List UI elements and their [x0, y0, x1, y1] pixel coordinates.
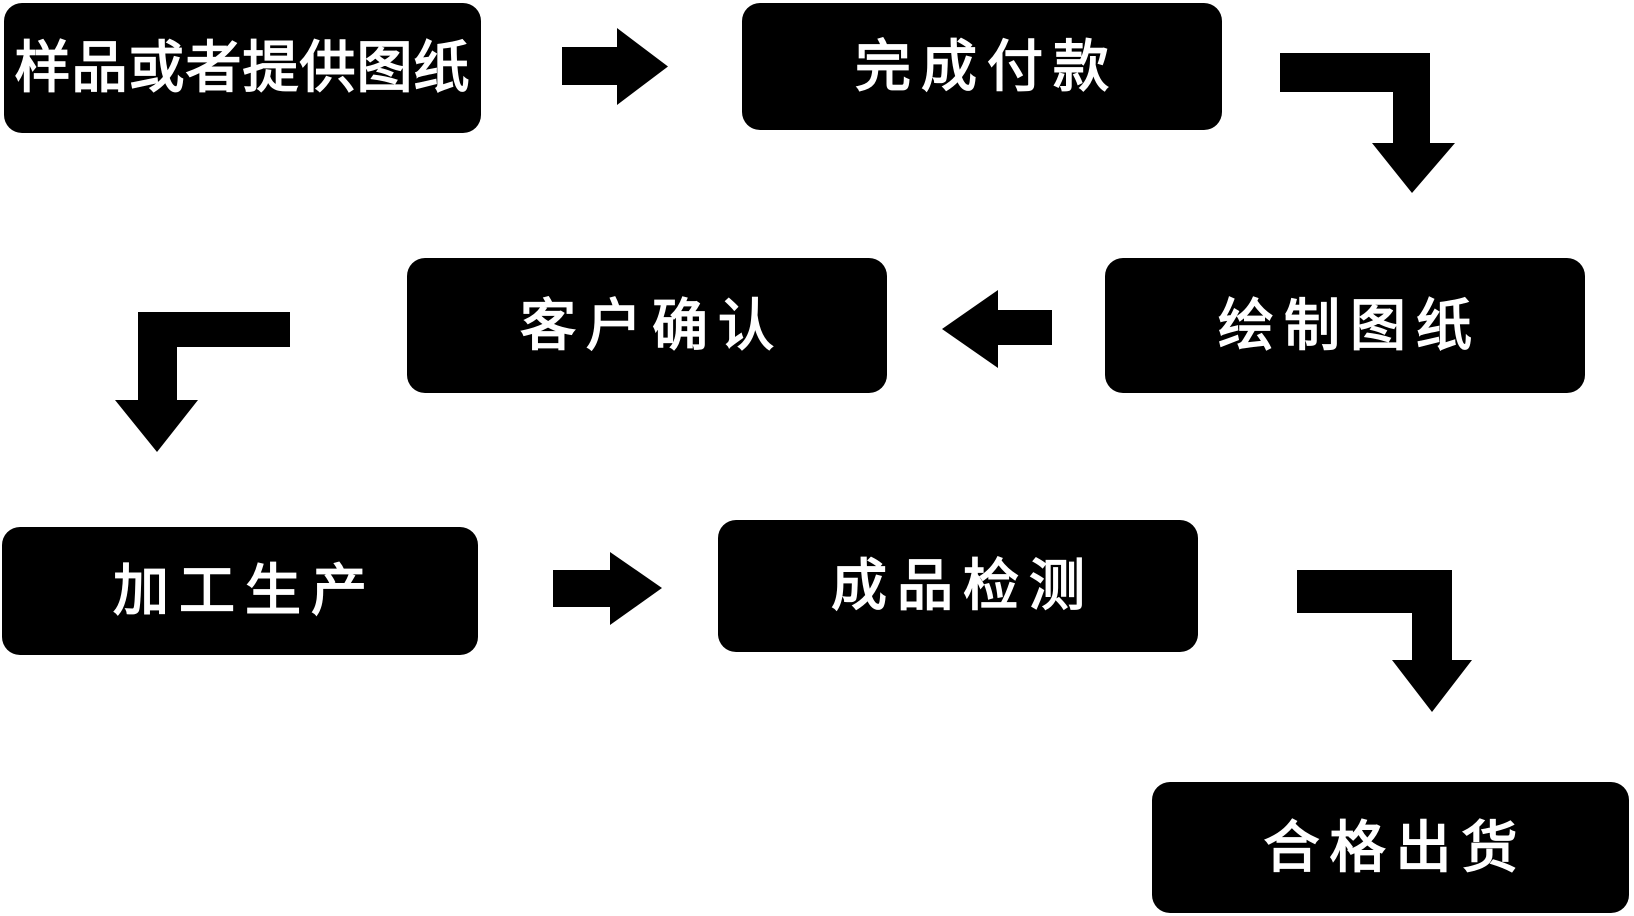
elbow-down-arrow-confirm-to-production-icon — [115, 312, 290, 452]
node-complete-payment: 完成付款 — [742, 3, 1222, 130]
right-arrow-production-to-inspection-icon — [553, 552, 662, 625]
node-sample-or-drawing: 样品或者提供图纸 — [4, 3, 481, 133]
right-arrow-sample-to-payment-icon — [562, 28, 668, 105]
node-draw-drawings: 绘制图纸 — [1105, 258, 1585, 393]
node-finished-inspection: 成品检测 — [718, 520, 1198, 652]
elbow-down-arrow-inspection-to-shipment-icon — [1297, 570, 1472, 712]
node-processing-production: 加工生产 — [2, 527, 478, 655]
left-arrow-drawing-to-confirm-icon — [942, 290, 1052, 368]
node-customer-confirmation: 客户确认 — [407, 258, 887, 393]
node-qualified-shipment: 合格出货 — [1152, 782, 1629, 913]
elbow-down-arrow-payment-to-drawing-icon — [1280, 53, 1455, 193]
